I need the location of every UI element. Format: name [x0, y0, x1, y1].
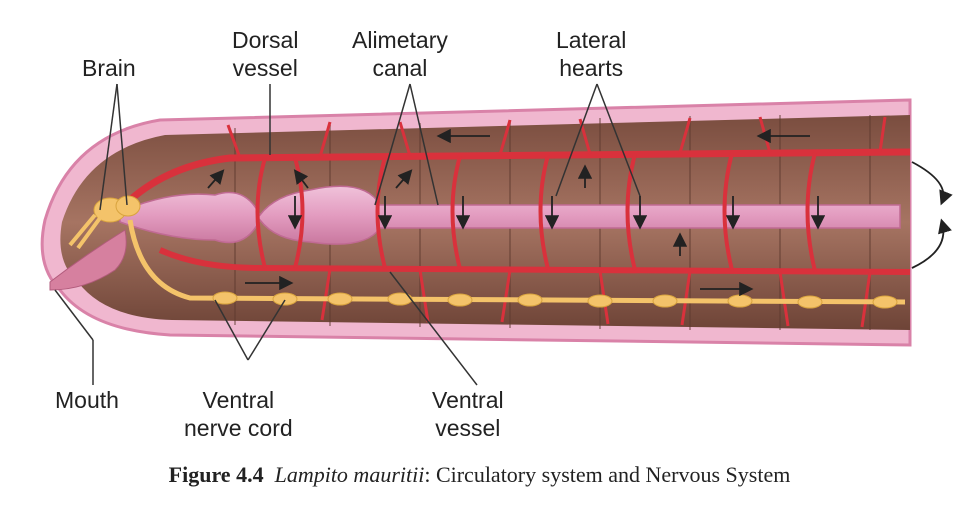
label-lateral-line1: Lateral — [556, 27, 627, 53]
nerve-ganglia — [212, 291, 898, 309]
ventral-nerve-cord — [127, 219, 906, 305]
label-ventral-nerve-cord: Ventral nerve cord — [184, 386, 293, 442]
brain-shape — [68, 195, 141, 250]
label-ventral-line2: vessel — [435, 415, 501, 441]
dorsal-vessel — [127, 148, 911, 203]
label-lateral-hearts: Lateral hearts — [556, 26, 626, 82]
ventral-vessel — [158, 247, 911, 275]
label-ventral-vessel: Ventral vessel — [432, 386, 504, 442]
lateral-hearts — [255, 152, 817, 272]
label-alimentary-line1: Alimetary — [352, 27, 448, 53]
label-mouth: Mouth — [55, 387, 119, 413]
label-alimentary-line2: canal — [372, 55, 428, 81]
label-dorsal-vessel: Dorsal vessel — [232, 26, 298, 82]
label-nerve-line2: nerve cord — [184, 415, 293, 441]
label-dorsal-vessel-line1: Dorsal — [232, 27, 299, 53]
label-dorsal-vessel-line2: vessel — [232, 55, 298, 81]
caption-species: Lampito mauritii — [274, 462, 425, 487]
caption-rest: : Circulatory system and Nervous System — [424, 462, 791, 487]
label-alimentary-canal: Alimetary canal — [352, 26, 448, 82]
label-lateral-line2: hearts — [559, 55, 624, 81]
label-nerve-line1: Ventral — [202, 387, 275, 413]
label-ventral-line1: Ventral — [432, 387, 504, 413]
flow-arrows — [207, 128, 953, 297]
leader-lines — [54, 83, 641, 386]
alimentary-canal — [119, 185, 901, 245]
mouth-shape — [49, 229, 127, 291]
figure-caption: Figure 4.4 Lampito mauritii: Circulatory… — [0, 462, 959, 488]
caption-number: Figure 4.4 — [168, 462, 264, 487]
label-brain: Brain — [82, 55, 136, 81]
